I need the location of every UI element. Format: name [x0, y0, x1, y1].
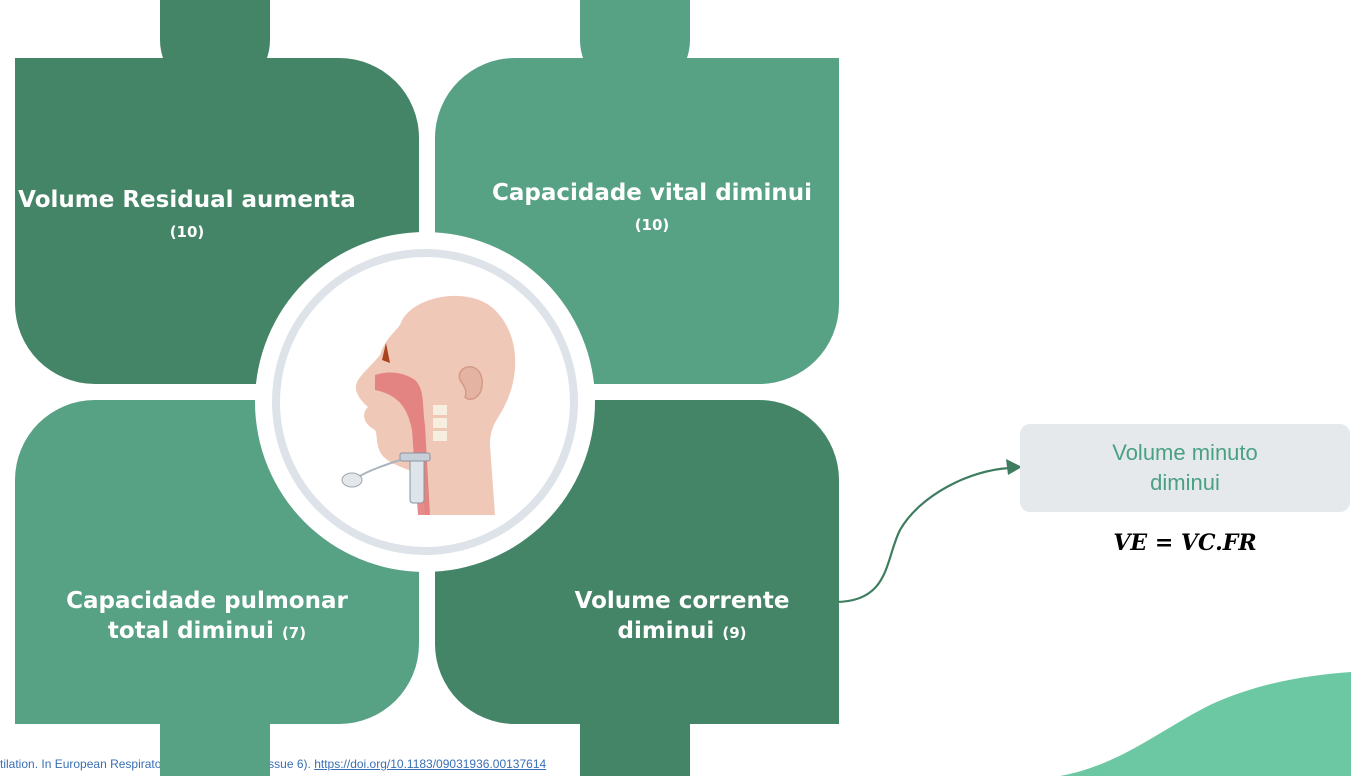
- quadrant-ref: (7): [282, 624, 306, 642]
- minute-volume-line1: Volume minuto: [1112, 438, 1258, 468]
- formula: VE = VC.FR: [1070, 530, 1300, 556]
- minute-volume-line2: diminui: [1150, 468, 1220, 498]
- quadrant-ref: (10): [635, 216, 670, 234]
- quadrant-ref: (9): [722, 624, 746, 642]
- tab-circle-bottom-left: [160, 666, 270, 776]
- citation-doi-link[interactable]: https://doi.org/10.1183/09031936.0013761…: [314, 757, 546, 771]
- minute-volume-box: Volume minuto diminui: [1020, 424, 1350, 512]
- quadrant-ref: (10): [170, 223, 205, 241]
- quadrant-text: Capacidade vital diminui: [492, 180, 812, 206]
- arrow-connector: [830, 455, 1030, 615]
- tab-circle-bottom-right: [580, 666, 690, 776]
- quadrant-text: Volume corrente diminui: [575, 588, 790, 644]
- quadrant-text: Volume Residual aumenta: [18, 187, 356, 213]
- decorative-wave: [1060, 670, 1351, 776]
- tracheostomy-head-illustration: [330, 285, 530, 515]
